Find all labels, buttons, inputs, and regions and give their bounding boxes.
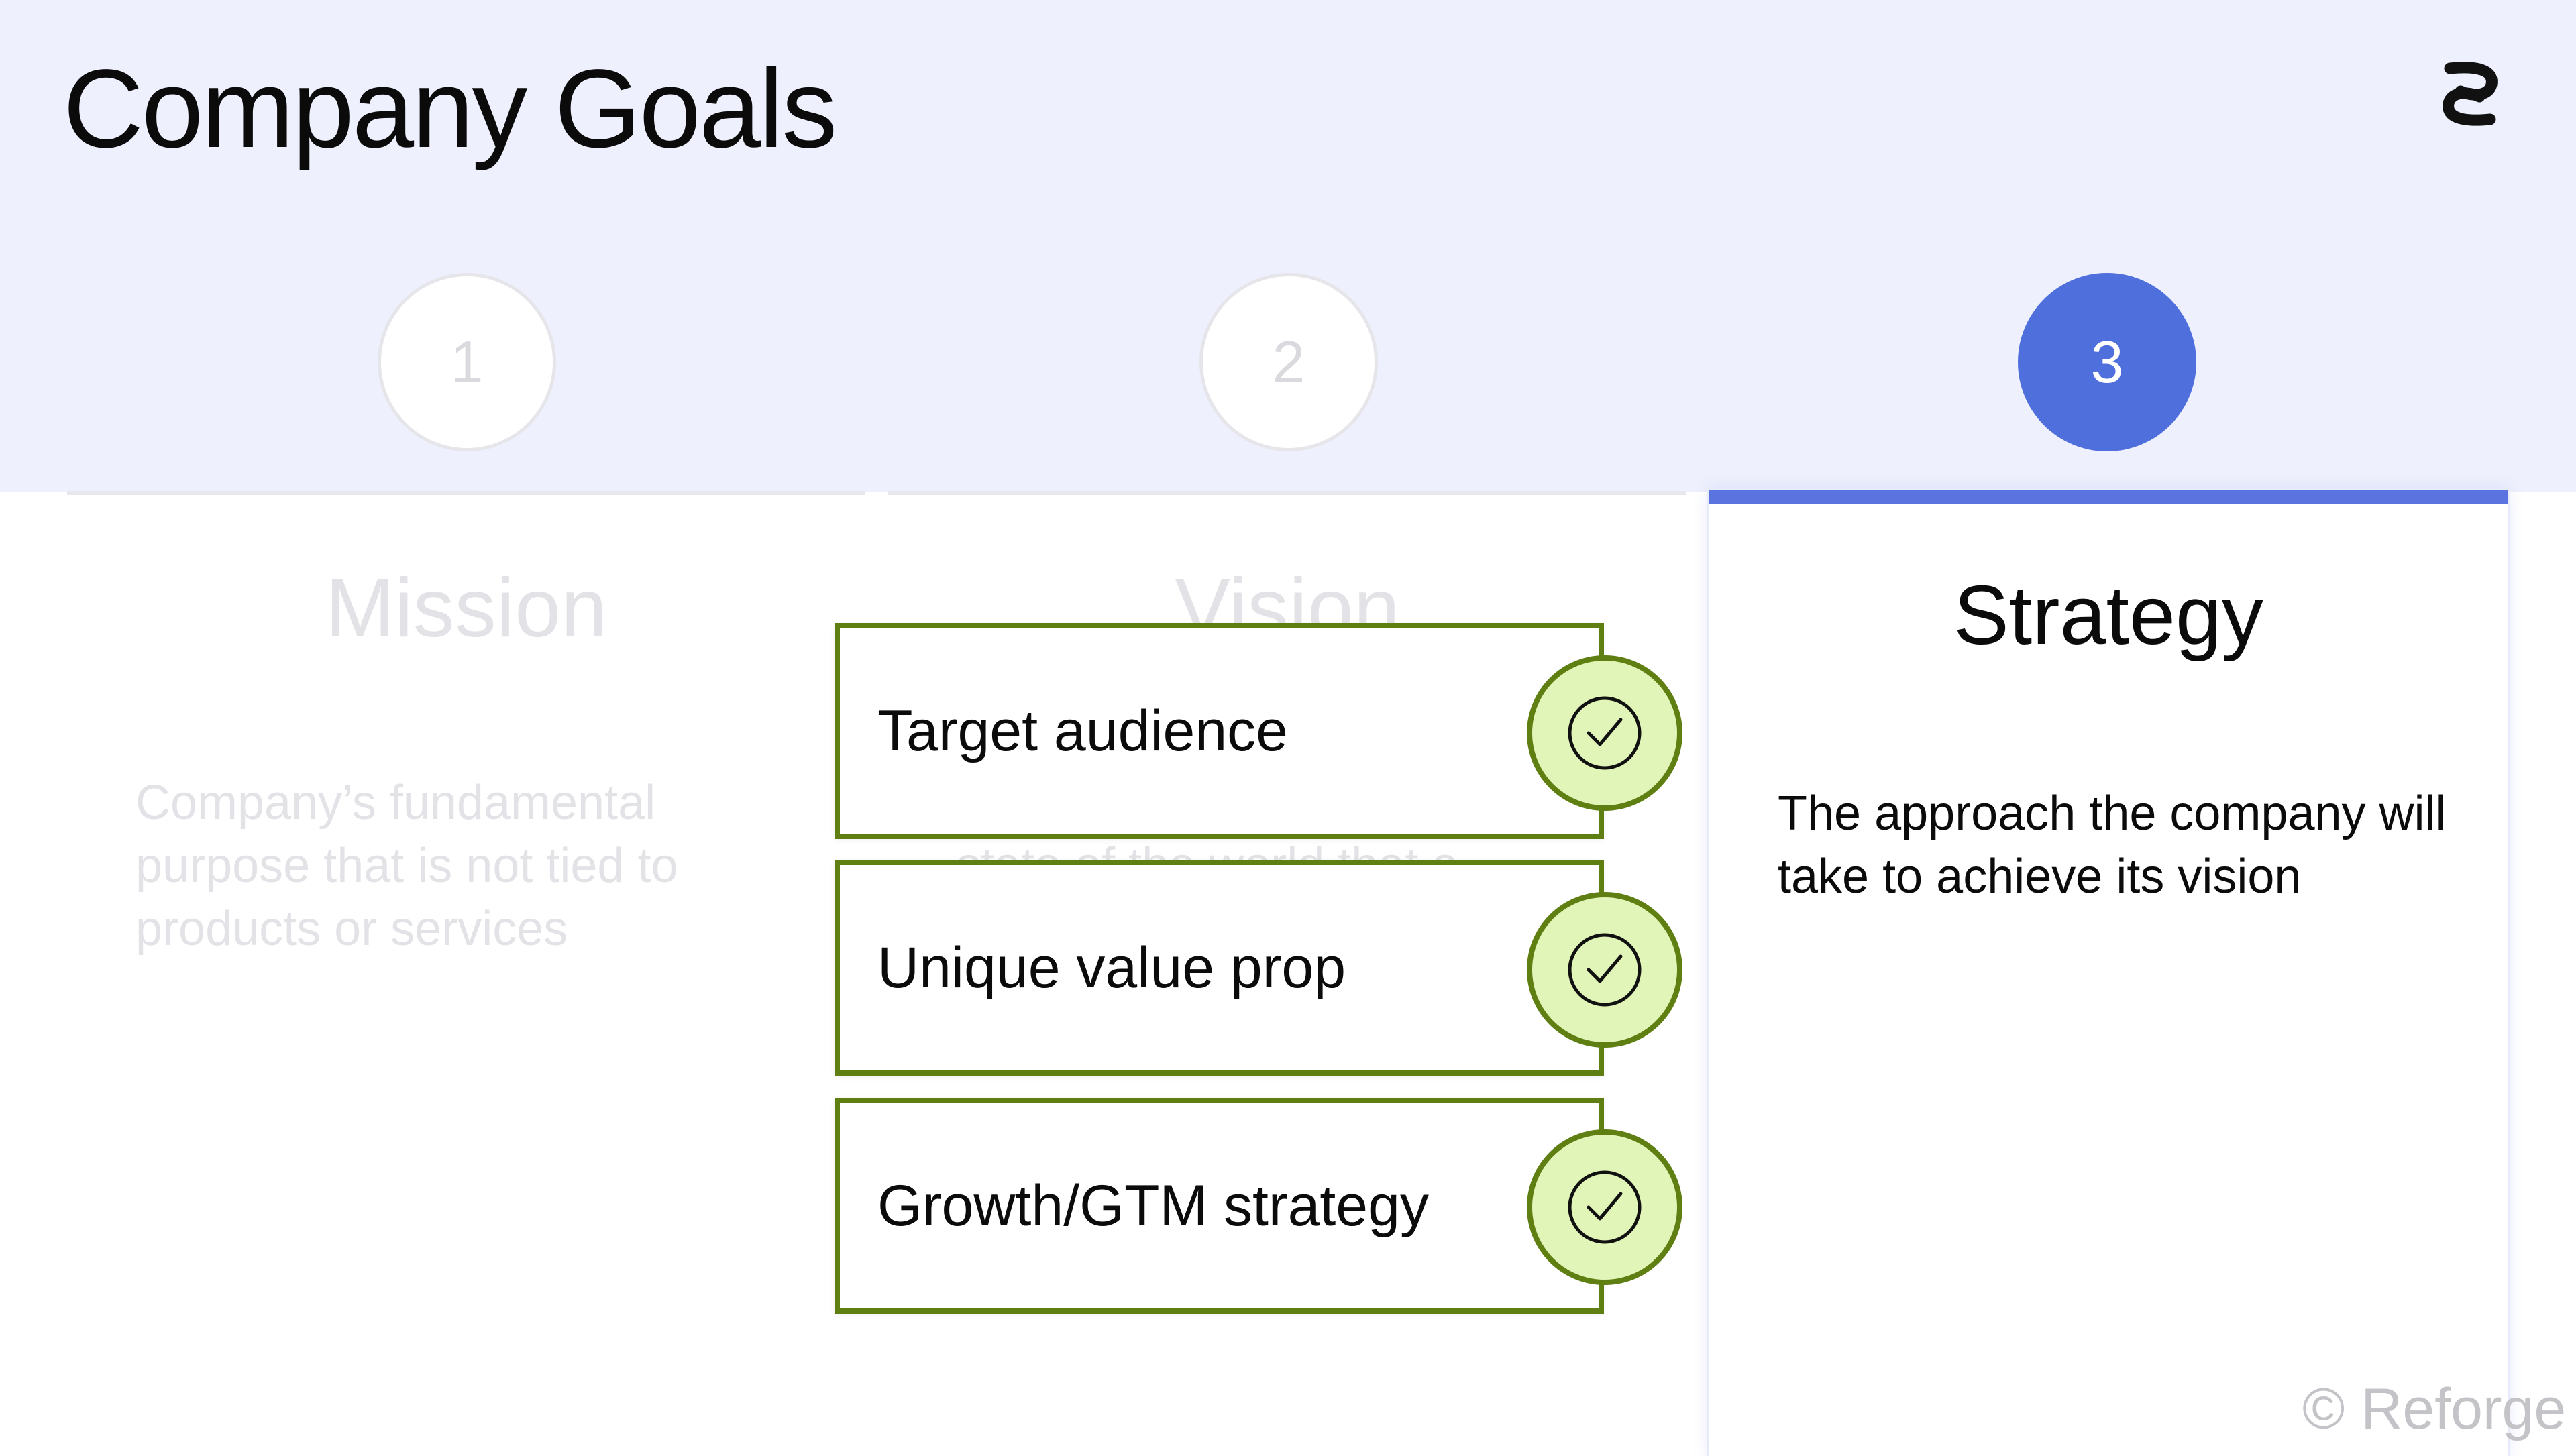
step-1-number: 1 <box>450 329 484 395</box>
mission-description: Company’s fundamental purpose that is no… <box>136 776 678 956</box>
vision-column-rule <box>888 491 1686 495</box>
step-3-number: 3 <box>2090 329 2124 395</box>
criteria-card-unique-value-prop: Unique value prop <box>835 860 1604 1076</box>
strategy-title: Strategy <box>1953 569 2263 662</box>
criteria-label-growth-gtm-strategy: Growth/GTM strategy <box>877 1173 1429 1238</box>
criteria-card-target-audience: Target audience <box>835 623 1604 839</box>
strategy-description: The approach the company will take to ac… <box>1778 787 2447 903</box>
check-circle-icon <box>1527 1129 1682 1285</box>
check-circle-icon <box>1527 655 1682 811</box>
strategy-card: Strategy The approach the company will t… <box>1709 490 2508 1456</box>
check-circle-icon <box>1527 892 1682 1048</box>
criteria-label-target-audience: Target audience <box>877 698 1288 763</box>
criteria-card-growth-gtm-strategy: Growth/GTM strategy <box>835 1098 1604 1314</box>
page-title: Company Goals <box>63 47 837 171</box>
step-2-circle: 2 <box>1199 273 1378 451</box>
step-2-number: 2 <box>1272 329 1305 395</box>
reforge-logo-icon <box>2443 62 2498 126</box>
step-1-circle: 1 <box>378 273 556 451</box>
criteria-label-unique-value-prop: Unique value prop <box>877 935 1346 1000</box>
copyright-footer: © Reforge <box>2302 1377 2567 1441</box>
step-3-circle: 3 <box>2018 273 2196 451</box>
mission-title: Mission <box>325 562 608 655</box>
mission-column-rule <box>67 491 865 495</box>
